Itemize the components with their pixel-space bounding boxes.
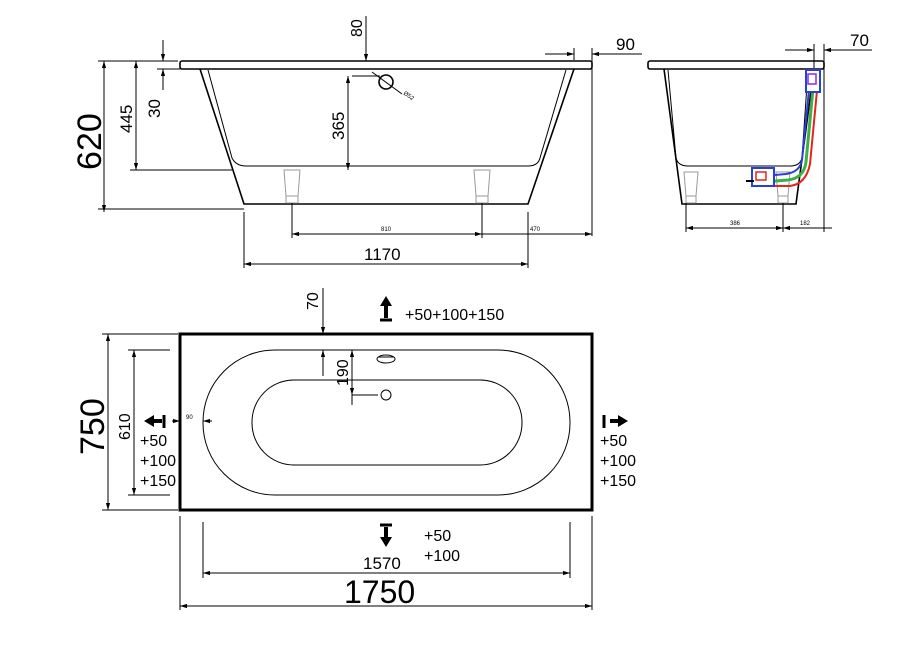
plan-view-dim-1750: 1750 xyxy=(344,574,415,610)
side-view-dim-90: 90 xyxy=(616,35,635,54)
end-view-dim-182: 182 xyxy=(800,221,811,227)
plan-view-adjust-right-2: +100 xyxy=(600,453,636,470)
plan-view-overflow xyxy=(376,354,396,364)
adjust-right-arrow-icon xyxy=(610,415,628,427)
plan-view-adjust-left-1: +50 xyxy=(140,433,167,450)
side-view-rim xyxy=(179,60,593,70)
plan-view-adjust-top: +50+100+150 xyxy=(405,307,504,324)
side-view-dim-1170: 1170 xyxy=(364,245,401,264)
plan-view-outer-rim xyxy=(178,332,594,512)
plan-view-adjust-right-3: +150 xyxy=(600,473,636,490)
plan-view-adjust-bottom-1: +50 xyxy=(424,528,451,545)
plan-view: 70 190 +50+100+150 +50 +100 +150 +50 +10… xyxy=(74,288,636,610)
adjust-left-arrow-icon xyxy=(144,415,162,427)
side-view-dim-365: 365 xyxy=(329,112,348,140)
side-view-legs xyxy=(283,169,491,204)
plan-view-dim-70: 70 xyxy=(305,292,322,310)
plan-view-dim-90: 90 xyxy=(186,415,193,421)
plan-view-adjust-bottom-2: +100 xyxy=(424,548,460,565)
plan-view-bath-floor xyxy=(251,379,523,466)
side-view-outer-shell xyxy=(199,68,575,205)
side-view-overflow-diameter: Ø52 xyxy=(402,91,415,103)
end-view-waste-pipes xyxy=(746,69,821,187)
plan-view-dim-750: 750 xyxy=(74,398,112,455)
end-view-dim-386: 386 xyxy=(730,221,741,227)
plan-view-drain xyxy=(380,389,392,401)
plan-view-adjust-right-1: +50 xyxy=(600,433,627,450)
side-view-dim-810: 810 xyxy=(381,227,392,233)
side-view-dim-80: 80 xyxy=(349,19,366,37)
end-view-outer-shell xyxy=(663,68,815,205)
end-view-dim-70: 70 xyxy=(850,31,869,50)
end-view: 70 386 182 xyxy=(647,31,872,232)
plan-view-dim-190: 190 xyxy=(335,359,352,386)
side-view-dim-620: 620 xyxy=(71,113,109,170)
plan-view-adjust-left-3: +150 xyxy=(140,473,176,490)
adjust-down-arrow-icon xyxy=(380,527,392,547)
adjust-up-arrow-icon xyxy=(380,296,392,318)
plan-view-dim-610: 610 xyxy=(117,413,134,440)
end-view-inner-shell xyxy=(667,69,809,167)
side-view-dim-30: 30 xyxy=(145,99,164,118)
side-view-inner-shell xyxy=(207,69,567,167)
side-view: Ø52 620 445 30 80 365 90 810 47 xyxy=(71,16,642,268)
end-view-rim xyxy=(647,60,825,70)
plan-view-dim-1570: 1570 xyxy=(363,554,401,573)
side-view-dim-470: 470 xyxy=(530,227,541,233)
side-view-dim-445: 445 xyxy=(117,105,136,133)
plan-view-inner-rim xyxy=(202,349,571,496)
plan-view-adjust-left-2: +100 xyxy=(140,453,176,470)
side-view-overflow-circle xyxy=(378,74,394,90)
